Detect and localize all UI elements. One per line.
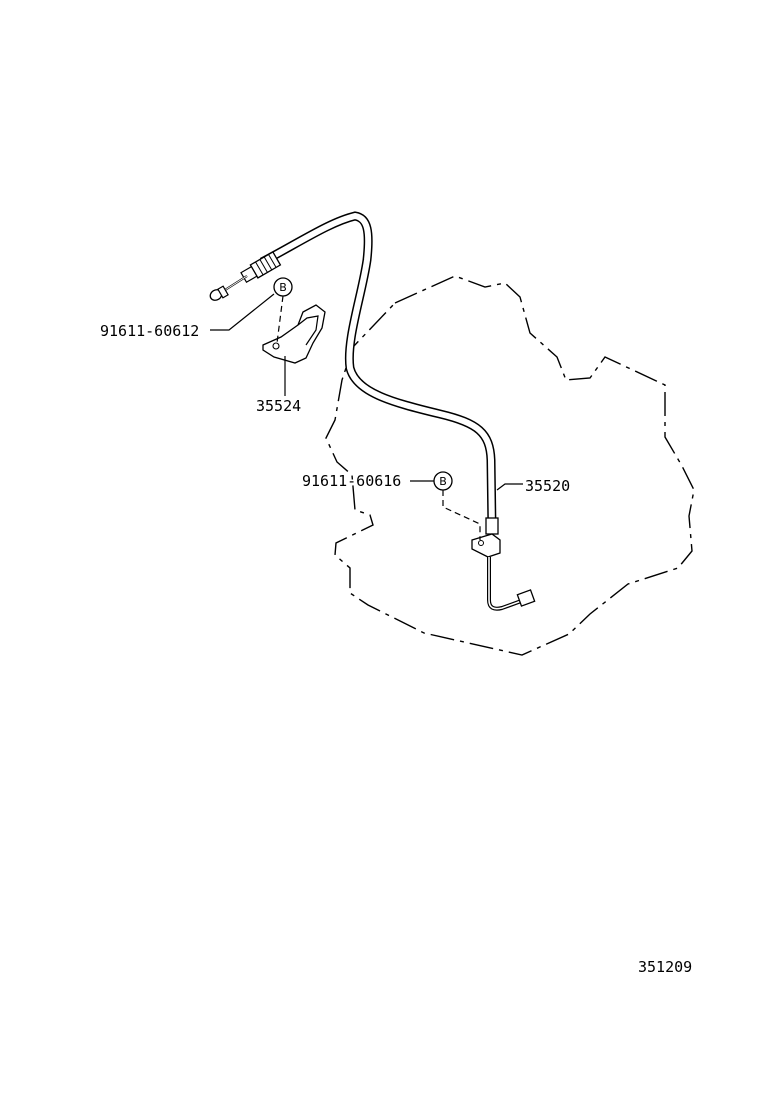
install-path-lower [442,490,481,540]
install-path-upper [276,295,284,344]
leader-bolt-upper [210,293,275,331]
label-part-35524: 35524 [256,397,301,415]
callout-b-lower: B [433,471,453,491]
cable-end-knob [209,285,229,301]
svg-text:B: B [439,475,447,488]
transmission-outline [325,275,695,656]
cable-upper-fitting [240,251,282,284]
cable-inner-rod-lower [487,557,525,611]
leader-cable [496,483,523,491]
cable-lower-ferrule [485,517,499,535]
illustration-code: 351209 [638,958,692,976]
bracket-bolt-hole [272,342,280,350]
cable-lower-end-fitting [516,589,536,607]
callout-b-upper: B [273,277,293,297]
label-part-91611-60612: 91611-60612 [100,322,199,340]
bracket-35524 [262,304,326,364]
label-part-35520: 35520 [525,477,570,495]
label-part-91611-60616: 91611-60616 [302,472,401,490]
cable-sheath-inner [260,212,495,531]
svg-text:B: B [279,281,287,294]
cable-lower-clip [471,533,501,558]
